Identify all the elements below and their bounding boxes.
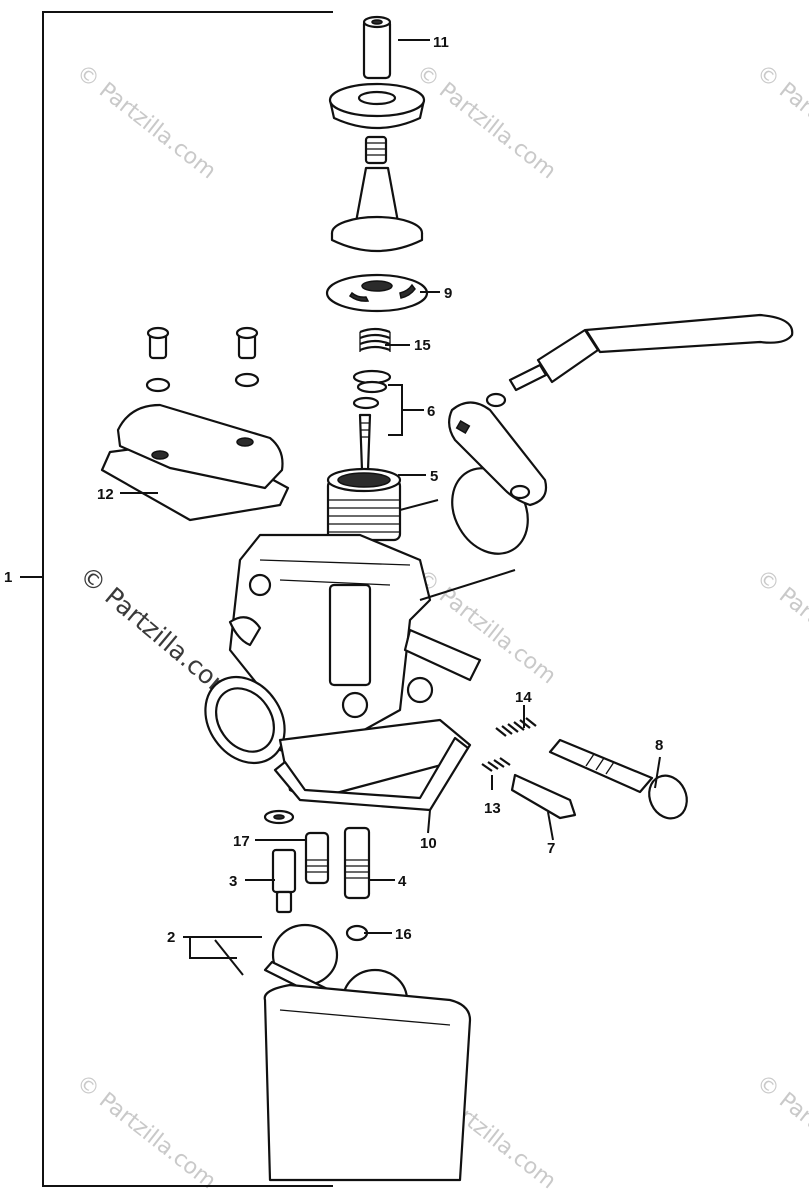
watermark: © Partzilla.com — [411, 60, 560, 184]
assembly-bracket — [20, 11, 333, 1187]
part-7-needle-jet — [510, 773, 577, 820]
part-4-needle-valve — [343, 826, 371, 900]
callout-11: 11 — [433, 34, 449, 51]
part-15-spring — [359, 327, 391, 352]
callout-labels: 1 2 3 4 5 6 7 8 9 10 11 12 13 14 15 16 1… — [4, 34, 663, 946]
watermark: © Partzilla.com — [751, 60, 809, 184]
part-12-cover-gasket — [100, 326, 290, 522]
part-13-spring — [481, 757, 511, 772]
part-14-spring — [495, 717, 537, 737]
throttle-lever-assembly — [448, 313, 794, 555]
callout-1: 1 — [4, 569, 12, 586]
callout-13: 13 — [484, 800, 501, 817]
callout-10: 10 — [420, 835, 437, 852]
leader-lines — [120, 39, 661, 959]
watermark: © Partzilla.com — [71, 1070, 220, 1194]
callout-8: 8 — [655, 737, 663, 754]
callout-4: 4 — [398, 873, 407, 890]
part-6-jet-needle — [352, 369, 392, 472]
part-11-top-cap — [328, 15, 426, 253]
callout-16: 16 — [395, 926, 412, 943]
callout-9: 9 — [444, 285, 452, 302]
carburetor-body — [204, 499, 516, 802]
part-8-screw — [548, 738, 688, 820]
watermark: © Partzilla.com — [71, 60, 220, 184]
callout-17: 17 — [233, 833, 250, 850]
callout-14: 14 — [515, 689, 532, 706]
callout-3: 3 — [229, 873, 237, 890]
part-3-jet — [271, 848, 297, 914]
part-17-emulsion-tube — [304, 831, 330, 885]
callout-7: 7 — [547, 840, 555, 857]
callout-5: 5 — [430, 468, 438, 485]
float-bowl — [263, 983, 472, 1182]
callout-15: 15 — [414, 337, 431, 354]
watermark: © Partzilla.com — [751, 565, 809, 689]
callout-6: 6 — [427, 403, 435, 420]
part-17-washer — [263, 809, 295, 825]
part-9-disc — [325, 273, 429, 313]
part-5-throttle-valve — [326, 467, 402, 542]
watermark: © Partzilla.com — [411, 565, 560, 689]
callout-12: 12 — [97, 486, 114, 503]
watermark: © Partzilla.com — [751, 1070, 809, 1194]
part-10-gasket — [273, 736, 470, 812]
callout-2: 2 — [167, 929, 175, 946]
